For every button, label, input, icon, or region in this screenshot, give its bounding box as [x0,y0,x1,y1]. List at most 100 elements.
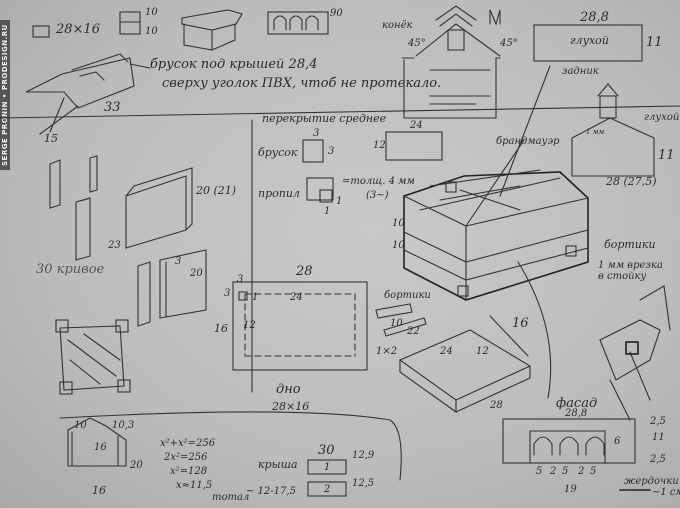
dim: 12 [373,140,386,151]
house-elevation [401,23,501,119]
bottom-plan [232,281,368,371]
dim: 15 [44,132,58,145]
roof-note-1: брусок под крышей 28,4 [150,57,318,72]
dim: 12,5 [352,478,375,489]
dim: 16 [92,484,106,497]
facade-sketch [502,418,636,464]
thickness-note-2: (3~) [366,190,389,201]
panel-number: 2 [324,484,331,495]
dim: 1×2 [376,346,398,357]
arches-sketch [267,11,329,35]
range: ~ 12-17,5 [246,486,296,497]
equation: x²+x²=256 [160,438,216,449]
cut-note: 1 мм врезка в стойку [598,260,663,282]
dim: 33 [104,100,121,115]
back-elevation [571,117,655,177]
dim: 24 [440,346,453,357]
dim: 30 [318,443,335,458]
brusok-label: брусок [258,146,298,159]
dim: 12,9 [352,450,375,461]
dim: 10 [145,7,158,18]
bortiki-label: бортики [604,238,656,251]
ridge-label: конёк [382,20,413,31]
section-title: перекрытие среднее [262,112,387,125]
dim: 12 [476,346,489,357]
dim: 3 [328,146,335,157]
panel-label: глухой [570,34,609,47]
joint-detail [599,285,671,421]
dim: 10 [392,218,405,229]
dim: 16 [94,442,107,453]
back-label: задник [562,66,599,77]
rod-size: ~1 см [652,487,680,498]
dim: 1 [336,196,343,207]
dim: 28 [296,264,313,279]
dim: 16 [214,322,228,335]
divider-bottom [59,411,402,481]
calc-house [67,417,127,467]
dim: 28,8 [580,10,609,25]
equation: x≈11,5 [176,480,213,491]
perch-label: жердочки [624,476,679,487]
dim: 5 [562,466,569,477]
angle-label: 90 [330,8,343,19]
dim: 10 [392,240,405,251]
side-panel [533,24,643,62]
dim: 24 [410,120,423,131]
dim: 28,8 [565,408,588,419]
dim: 10 [145,26,158,37]
frame-sketch [59,325,125,391]
propil-label: пропил [258,187,300,200]
dim: 20 [190,268,203,279]
dim: 16 [512,316,529,331]
dim: 3 [175,256,182,267]
angle: 45° [500,38,518,49]
dim: 19 [564,484,577,495]
bottom-size: 28×16 [272,400,310,413]
crooked-note: 30 кривое [36,262,105,277]
dim: 5 [536,466,543,477]
dim: 2,5 [650,416,666,427]
roof-label: крыша [258,458,298,471]
small-rect [32,25,50,38]
dim: 1 [324,206,331,217]
box-sketch [181,9,243,51]
roof-note-2: сверху уголок ПВХ, чтоб не протекало. [162,76,442,91]
dim: 10,3 [112,420,135,431]
dim: 28 [490,400,503,411]
dim: 2 [550,466,557,477]
dim: 1 [252,292,259,303]
dim: 5 [590,466,597,477]
main-box-sketch [403,169,589,301]
total-label: тотал [212,492,250,503]
dim: 28 (27,5) [606,175,657,188]
size-label: 28×16 [56,22,100,37]
dim: 24 [290,292,303,303]
dim: 20 [130,460,143,471]
dim: 11 [652,432,665,443]
dim: 22 [407,326,420,337]
angle: 45° [408,38,426,49]
roof-label: глухой [644,112,680,123]
bottom-label: дно [276,382,301,397]
dim: 12 [243,320,256,331]
roof-sketch [25,53,135,109]
equation: x²=128 [170,466,208,477]
facade-label: фасад [556,396,598,411]
panel-number: 1 [324,462,331,473]
dim: 10 [74,420,87,431]
dim: 6 [614,436,621,447]
small-box [119,11,141,35]
dim: 20 (21) [196,184,237,197]
thickness-note: =толщ. 4 мм [342,176,415,187]
dim: 3 [224,288,231,299]
dim: 11 [658,148,675,163]
pipe-note: брандмауэр [496,136,560,147]
dim: 3 [237,274,244,285]
dim: 23 [108,240,121,251]
dim: 11 [646,35,663,50]
equation: 2x²=256 [164,452,208,463]
tray-sketch [398,329,532,414]
dim: 2 [578,466,585,477]
dim: 2,5 [650,454,666,465]
